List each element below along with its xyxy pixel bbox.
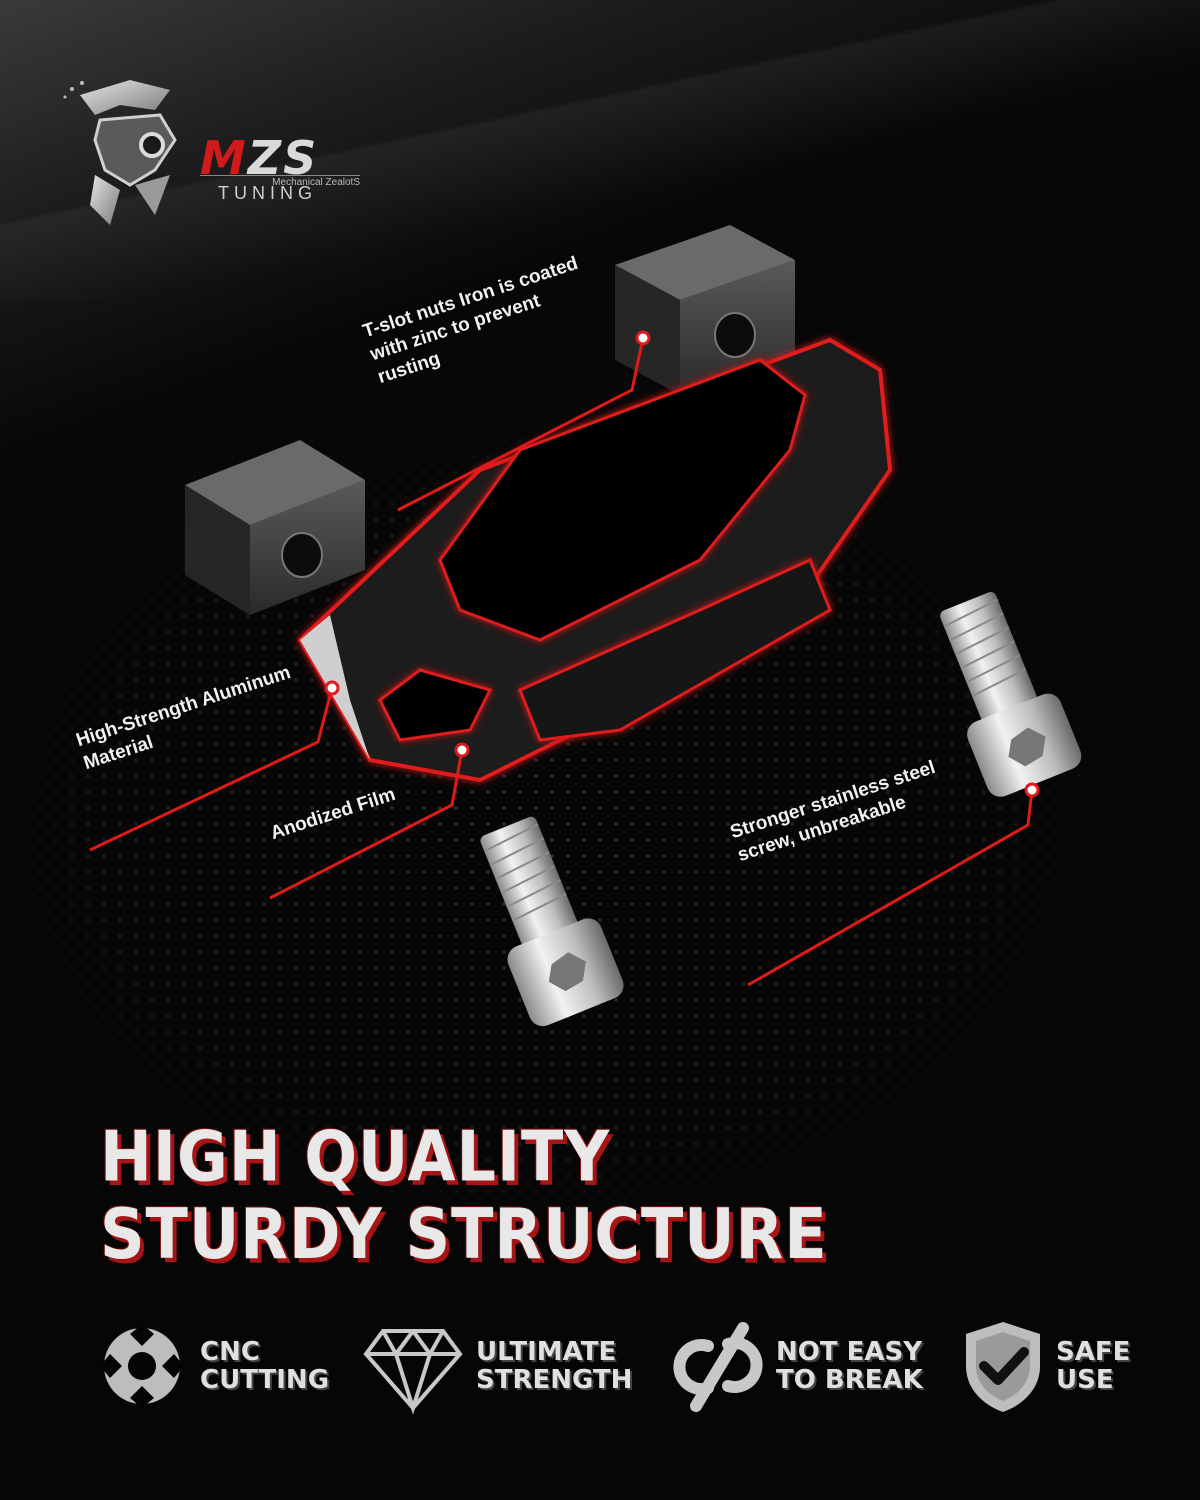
callout-dot — [635, 330, 651, 346]
feature-label: CNC CUTTING — [200, 1336, 330, 1395]
product-illustration — [89, 225, 1082, 1027]
brand-wordmark: MZS — [200, 131, 319, 185]
feature-safe-use: SAFE USE — [958, 1316, 1130, 1416]
feature-not-easy-to-break: NOT EASY TO BREAK — [668, 1316, 923, 1416]
cnc-blade-icon — [100, 1324, 184, 1408]
callout-dot — [454, 742, 470, 758]
callout-dot — [324, 680, 340, 696]
callout-dot — [1024, 782, 1040, 798]
feature-label: NOT EASY TO BREAK — [776, 1336, 923, 1395]
aluminum-bracket — [297, 337, 893, 783]
feature-ultimate-strength: ULTIMATE STRENGTH — [358, 1316, 632, 1416]
screw-right — [940, 592, 1082, 797]
feature-label: SAFE USE — [1056, 1336, 1131, 1395]
tslot-nut-right — [615, 225, 795, 395]
brand-logo: MZS Mechanical ZealotS TUNING — [60, 75, 360, 235]
shield-check-icon — [966, 1322, 1040, 1412]
headline: HIGH QUALITY STURDY STRUCTURE — [100, 1118, 1000, 1274]
feature-label: ULTIMATE STRENGTH — [476, 1336, 633, 1395]
headline-line-1: HIGH QUALITY — [100, 1115, 611, 1198]
headline-line-2: STURDY STRUCTURE — [100, 1193, 828, 1276]
broken-link-icon — [673, 1322, 763, 1412]
tslot-nut-left — [185, 440, 365, 615]
screw-left — [480, 816, 624, 1027]
callout-lines — [89, 337, 1034, 987]
diamond-icon — [363, 1329, 463, 1415]
mascot-icon — [63, 80, 177, 225]
feature-cnc-cutting: CNC CUTTING — [92, 1316, 329, 1416]
brand-subbrand: TUNING — [218, 183, 317, 203]
brand-tagline: Mechanical ZealotS — [200, 175, 360, 188]
